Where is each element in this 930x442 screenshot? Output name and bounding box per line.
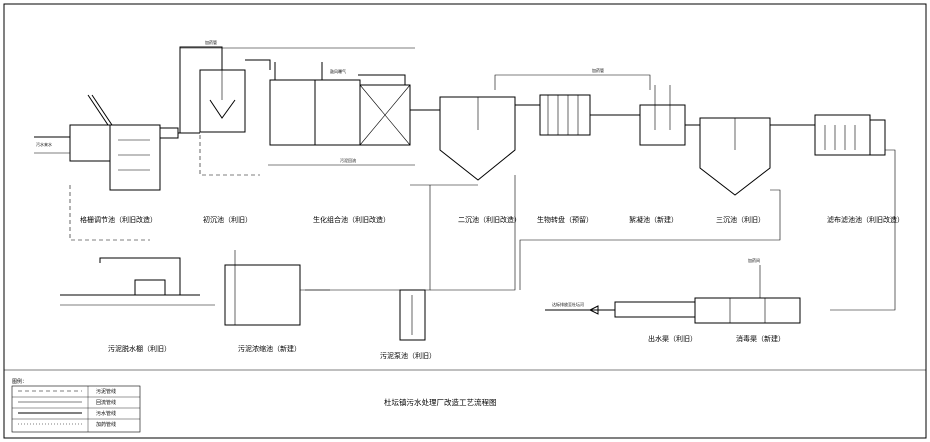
sludge-thickener [224,250,330,326]
label-thicken: 污泥浓缩池（新建） [238,344,301,353]
label-dosing3: 加药间 [748,257,760,263]
label-disinfect: 消毒渠（新建） [736,334,785,343]
label-coag: 絮凝池（新建） [629,215,678,224]
legend-item-0: 污泥管线 [96,388,116,395]
label-return: 污泥回流 [340,157,356,163]
bio-combined-tank [180,47,415,166]
legend-item-1: 回流管线 [96,399,116,406]
rotating-bio-contactor [494,74,651,136]
label-dosing2: 加药管 [592,67,604,73]
sludge-dewatering-shed [60,257,215,306]
sludge-pump-pit [399,289,426,341]
label-dewater: 污泥脱水棚（利旧） [108,344,171,353]
sludge-main-line [305,185,431,291]
legend-heading: 图例： [12,378,27,385]
label-primary: 初沉池（利旧） [203,215,252,224]
drawing-frame [3,3,927,439]
disinfection-channel [694,265,801,324]
sludge-line-2 [199,135,260,176]
label-screen: 格栅调节池（利旧改造） [80,215,157,224]
label-rotating: 生物转盘（预留） [537,215,593,224]
label-bio: 生化组合池（利旧改造） [313,215,390,224]
secondary-clarifier [410,96,516,186]
label-tertiary: 三沉池（利旧） [716,215,765,224]
cloth-filter [770,114,896,311]
legend-box [11,385,141,433]
label-outflow: 达标排放至杜坛河 [552,301,584,307]
legend-item-3: 加药管线 [96,421,116,428]
coagulation-tank [590,85,686,146]
label-outlet: 出水渠（利旧） [648,334,697,343]
sludge-line-3 [519,189,781,290]
sludge-line-1 [69,185,150,241]
legend-item-2: 污水管线 [96,410,116,417]
label-inflow: 污水来水 [36,141,52,147]
screen-equalization-tank [34,94,179,191]
label-secondary: 二沉池（利旧改造） [458,215,521,224]
label-dosing1: 加药管 [205,39,217,45]
label-air: 鼓风曝气 [330,68,346,74]
drawing-title: 杜坛镇污水处理厂改造工艺流程图 [384,397,497,407]
primary-clarifier [178,46,246,134]
label-filter: 滤布滤池池（利旧改造） [827,215,904,224]
tertiary-clarifier [685,117,771,196]
sludge-main-line-2 [430,175,516,291]
label-sludgepump: 污泥泵池（利旧） [380,351,436,360]
